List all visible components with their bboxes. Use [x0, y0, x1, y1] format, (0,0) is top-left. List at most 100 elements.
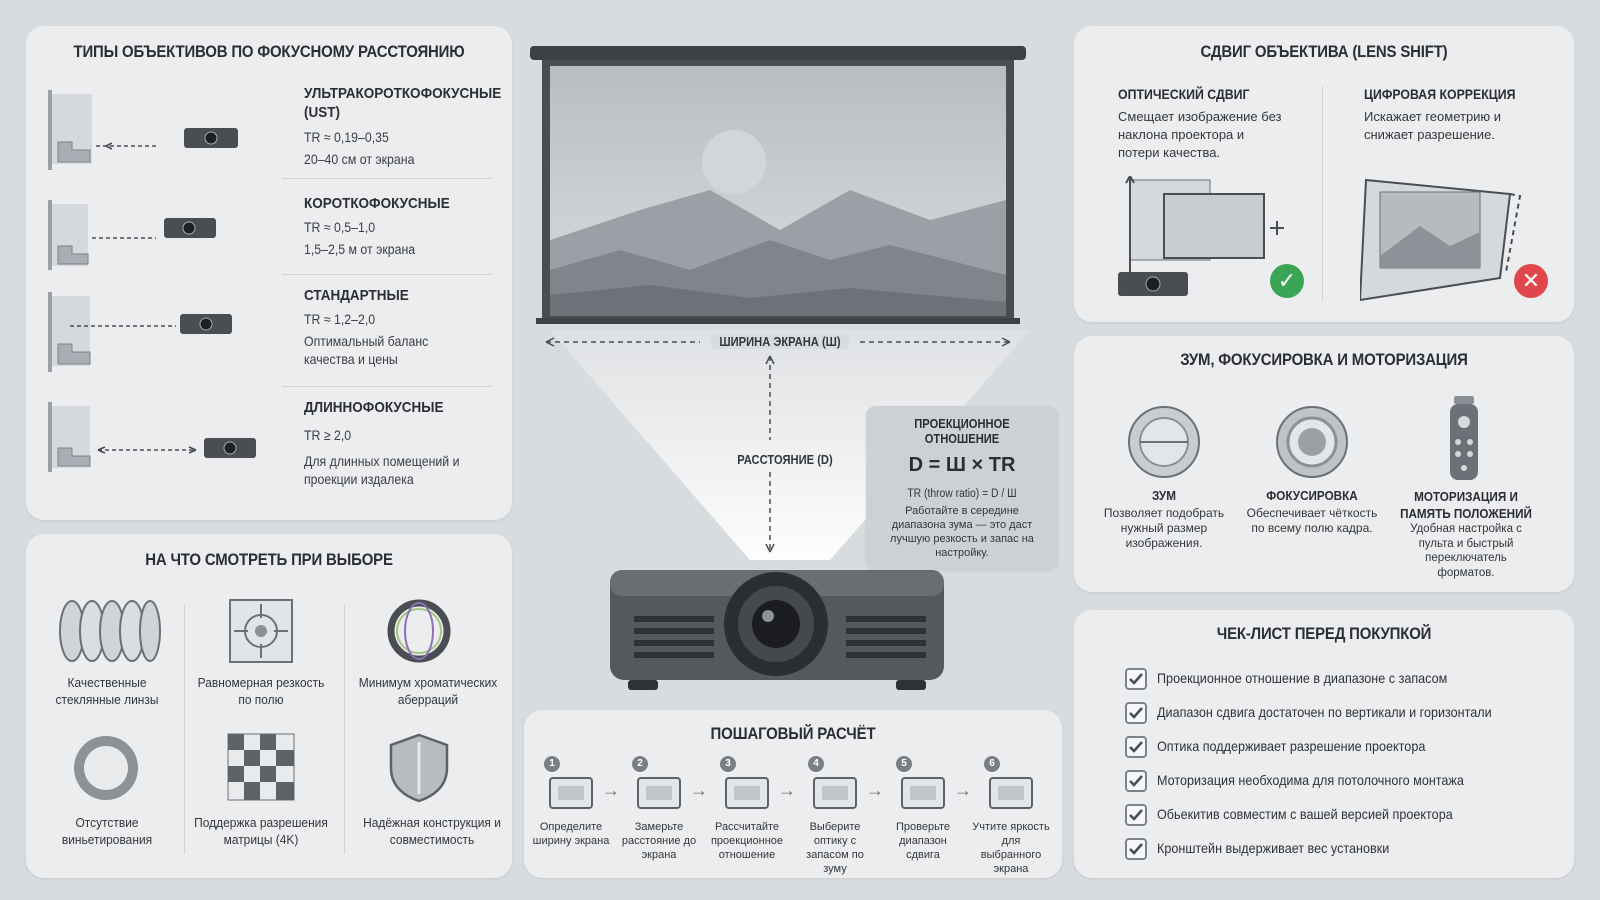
checklist-panel: ЧЕК-ЛИСТ ПЕРЕД ПОКУПКОЙ	[1074, 610, 1574, 878]
lens-type-name: ДЛИННОФОКУСНЫЕ	[304, 399, 444, 416]
step-icon	[725, 777, 769, 809]
step-number: 1	[544, 756, 560, 772]
feature-label: Поддержка разрешения матрицы (4K)	[194, 815, 328, 847]
step-icon	[901, 777, 945, 809]
checklist-item-label: Моторизация необходима для потолочного м…	[1157, 772, 1464, 788]
digital-correction-desc: Искажает геометрию и снижает разрешение.	[1364, 109, 1502, 142]
checklist-item-label: Обьекитив совместим с вашей версией прое…	[1157, 806, 1453, 822]
long-throw-diagram-icon	[48, 402, 256, 472]
checker-resolution-icon	[227, 733, 295, 801]
what-to-look-title: НА ЧТО СМОТРЕТЬ ПРИ ВЫБОРЕ	[145, 550, 393, 569]
lens-types-title: ТИПЫ ОБЪЕКТИВОВ ПО ФОКУСНОМУ РАССТОЯНИЮ	[73, 42, 465, 61]
lens-type-standard: СТАНДАРТНЫЕ TR ≈ 1,2–2,0 Оптимальный бал…	[46, 286, 486, 386]
step-label: Учтите яркость для выбранного экрана	[972, 821, 1050, 875]
checklist-item-label: Проекционное отношение в диапазоне с зап…	[1157, 670, 1448, 686]
step-number: 4	[808, 756, 824, 772]
zoom-panel: ЗУМ, ФОКУСИРОВКА И МОТОРИЗАЦИЯ ЗУМ Позво…	[1074, 336, 1574, 592]
lens-type-name: КОРОТКОФОКУСНЫЕ	[304, 195, 450, 212]
check-good-icon: ✓	[1270, 264, 1304, 298]
divider	[344, 604, 345, 854]
step-number: 6	[984, 756, 1000, 772]
step-arrow-icon: →	[690, 780, 708, 800]
lens-types-panel: ТИПЫ ОБЪЕКТИВОВ ПО ФОКУСНОМУ РАССТОЯНИЮ …	[26, 26, 512, 520]
ratio-formula-note: TR (throw ratio) = D / Ш	[907, 488, 1017, 500]
what-to-look-panel: НА ЧТО СМОТРЕТЬ ПРИ ВЫБОРЕ Качественные …	[26, 534, 512, 878]
light-beam	[550, 330, 1030, 560]
lens-type-desc: 1,5–2,5 м от экрана	[304, 241, 416, 257]
step-label: Замерьте расстояние до экрана	[621, 821, 697, 861]
step-arrow-icon: →	[954, 780, 972, 800]
focus-ring-icon	[1276, 406, 1348, 478]
lens-type-tr: TR ≥ 2,0	[304, 427, 352, 443]
step-number: 5	[896, 756, 912, 772]
checklist-item[interactable]: Моторизация необходима для потолочного м…	[1125, 770, 1545, 794]
checkbox-checked-icon[interactable]	[1125, 736, 1147, 758]
divider	[282, 386, 492, 387]
vignette-ring-icon	[74, 736, 138, 800]
checkbox-checked-icon[interactable]	[1125, 770, 1147, 792]
throw-ratio-box: ПРОЕКЦИОННОЕ ОТНОШЕНИЕ D = Ш × TR TR (th…	[866, 406, 1058, 570]
glass-lenses-icon	[59, 600, 161, 662]
lens-type-desc: Оптимальный баланс качества и цены	[304, 333, 429, 367]
feature-label: Качественные стеклянные линзы	[55, 675, 159, 707]
standard-throw-diagram-icon	[48, 292, 232, 372]
step-label: Проверьте диапазон сдвига	[895, 821, 950, 861]
steps-title: ПОШАГОВЫЙ РАСЧЁТ	[710, 724, 876, 743]
zoom-item-desc: Позволяет подобрать нужный размер изобра…	[1103, 506, 1225, 550]
checkbox-checked-icon[interactable]	[1125, 804, 1147, 826]
lens-type-tr: TR ≈ 1,2–2,0	[304, 311, 376, 327]
step-icon	[813, 777, 857, 809]
optical-shift-title: ОПТИЧЕСКИЙ СДВИГ	[1118, 86, 1250, 102]
lens-type-tr: TR ≈ 0,5–1,0	[304, 219, 376, 235]
sharpness-target-icon	[229, 599, 293, 663]
lens-type-name: УЛЬТРАКОРОТКОФОКУСНЫЕ (UST)	[304, 85, 502, 121]
divider	[184, 604, 185, 854]
step-icon	[989, 777, 1033, 809]
ratio-formula: D = Ш × TR	[908, 454, 1016, 476]
ratio-title: ПРОЕКЦИОННОЕ ОТНОШЕНИЕ	[914, 416, 1010, 446]
steps-panel: ПОШАГОВЫЙ РАСЧЁТ	[524, 710, 1062, 878]
lens-type-desc: Для длинных помещений и проекции издалек…	[304, 453, 460, 487]
screen-width-label: ШИРИНА ЭКРАНА (Ш)	[711, 334, 849, 349]
checklist-item[interactable]: Проекционное отношение в диапазоне с зап…	[1125, 668, 1545, 692]
zoom-item-name: МОТОРИЗАЦИЯ И ПАМЯТЬ ПОЛОЖЕНИЙ	[1400, 489, 1532, 521]
zoom-ring-icon	[1128, 406, 1200, 478]
short-throw-diagram-icon	[48, 200, 216, 270]
checkbox-checked-icon[interactable]	[1125, 668, 1147, 690]
step-arrow-icon: →	[778, 780, 796, 800]
checklist-item[interactable]: Диапазон сдвига достаточен по вертикали …	[1125, 702, 1545, 726]
feature-label: Равномерная резкость по полю	[197, 675, 325, 707]
checklist-item-label: Диапазон сдвига достаточен по вертикали …	[1157, 704, 1492, 720]
checkbox-checked-icon[interactable]	[1125, 838, 1147, 860]
projection-illustration	[530, 46, 1030, 690]
ust-diagram-icon	[48, 90, 238, 170]
checkbox-checked-icon[interactable]	[1125, 702, 1147, 724]
remote-control-icon	[1450, 396, 1478, 480]
zoom-item-desc: Обеспечивает чёткость по всему полю кадр…	[1246, 506, 1378, 535]
step-arrow-icon: →	[602, 780, 620, 800]
step-arrow-icon: →	[866, 780, 884, 800]
step-label: Рассчитайте проекционное отношение	[710, 821, 784, 861]
lens-type-name: СТАНДАРТНЫЕ	[304, 287, 409, 304]
checklist-item[interactable]: Оптика поддерживает разрешение проектора	[1125, 736, 1545, 760]
screen-roller	[530, 46, 1026, 60]
lens-type-long: ДЛИННОФОКУСНЫЕ TR ≥ 2,0 Для длинных поме…	[46, 398, 486, 498]
distance-label: РАССТОЯНИЕ (D)	[737, 452, 833, 467]
checklist-title: ЧЕК-ЛИСТ ПЕРЕД ПОКУПКОЙ	[1216, 624, 1432, 643]
divider	[282, 274, 492, 275]
step-number: 3	[720, 756, 736, 772]
step-icon	[637, 777, 681, 809]
step-label: Выберите оптику с запасом по зуму	[806, 821, 864, 875]
lens-type-tr: TR ≈ 0,19–0,35	[304, 129, 389, 145]
feature-label: Отсутствие виньетирования	[61, 815, 153, 847]
step-label: Определите ширину экрана	[532, 821, 610, 847]
lens-type-desc: 20–40 см от экрана	[304, 151, 415, 167]
zoom-item-name: ФОКУСИРОВКА	[1266, 488, 1358, 503]
zoom-item-name: ЗУМ	[1152, 488, 1176, 503]
divider	[282, 178, 492, 179]
checklist-item[interactable]: Обьекитив совместим с вашей версией прое…	[1125, 804, 1545, 828]
step-icon	[549, 777, 593, 809]
optical-shift-desc: Смещает изображение без наклона проектор…	[1118, 109, 1282, 160]
chromatic-ring-icon	[387, 599, 451, 663]
checklist-item[interactable]: Кронштейн выдерживает вес установки	[1125, 838, 1545, 862]
